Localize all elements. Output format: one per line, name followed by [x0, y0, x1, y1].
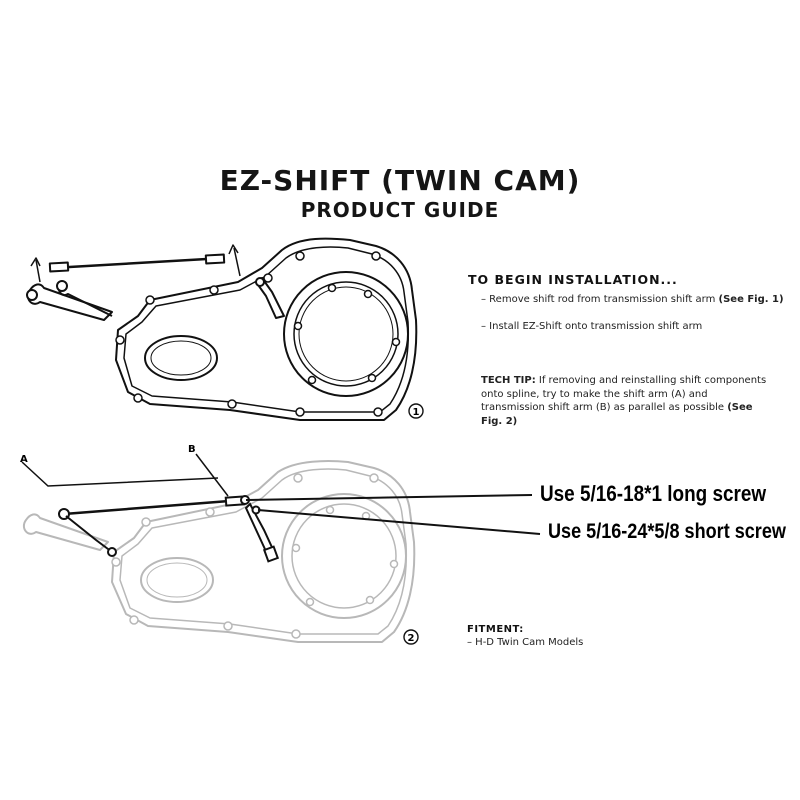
- installation-heading: TO BEGIN INSTALLATION...: [468, 272, 678, 287]
- page-title: EZ-SHIFT (TWIN CAM): [219, 164, 581, 197]
- tech-tip-label: TECH TIP:: [481, 375, 536, 386]
- leader-line-short-screw: [257, 509, 541, 535]
- leader-line-long-screw: [245, 494, 533, 501]
- svg-text:2: 2: [408, 633, 415, 644]
- label-b: B: [188, 444, 196, 455]
- figure-2-drawing: [22, 460, 416, 643]
- fig-2-reference: (See Fig. 2): [481, 402, 753, 427]
- fitment-model: – H-D Twin Cam Models: [467, 637, 584, 648]
- label-a: A: [20, 454, 28, 465]
- primary-cover-outline: [115, 237, 418, 421]
- guide-line-a: [21, 461, 219, 487]
- ez-shift-linkage: [21, 453, 541, 563]
- figure-1-drawing: [26, 237, 418, 421]
- long-screw-callout: Use 5/16-18*1 long screw: [540, 481, 767, 506]
- tech-tip: TECH TIP: If removing and reinstalling s…: [481, 374, 771, 428]
- derby-cover-inner: [293, 281, 399, 387]
- figure-2-badge: 2: [403, 629, 419, 645]
- fitment-heading: FITMENT:: [467, 624, 524, 635]
- shift-rod: [51, 256, 225, 270]
- derby-cover-outer: [283, 271, 409, 397]
- page-subtitle: PRODUCT GUIDE: [300, 198, 500, 222]
- figure-1-badge: 1: [408, 403, 424, 419]
- install-step-1-text: – Remove shift rod from transmission shi…: [481, 294, 719, 305]
- guide-line-b: [195, 453, 229, 497]
- primary-cover-outline-faded: [111, 460, 416, 643]
- fig-1-reference: (See Fig. 1): [718, 294, 784, 305]
- tech-tip-text: If removing and reinstalling shift compo…: [481, 375, 767, 413]
- install-step-1: – Remove shift rod from transmission shi…: [481, 294, 784, 305]
- inspection-cover: [144, 335, 218, 381]
- install-step-2: – Install EZ-Shift onto transmission shi…: [481, 321, 703, 332]
- short-screw-callout: Use 5/16-24*5/8 short screw: [548, 520, 786, 543]
- svg-text:1: 1: [413, 407, 420, 418]
- primary-cover-inner: [123, 246, 410, 413]
- shift-arm: [26, 283, 113, 321]
